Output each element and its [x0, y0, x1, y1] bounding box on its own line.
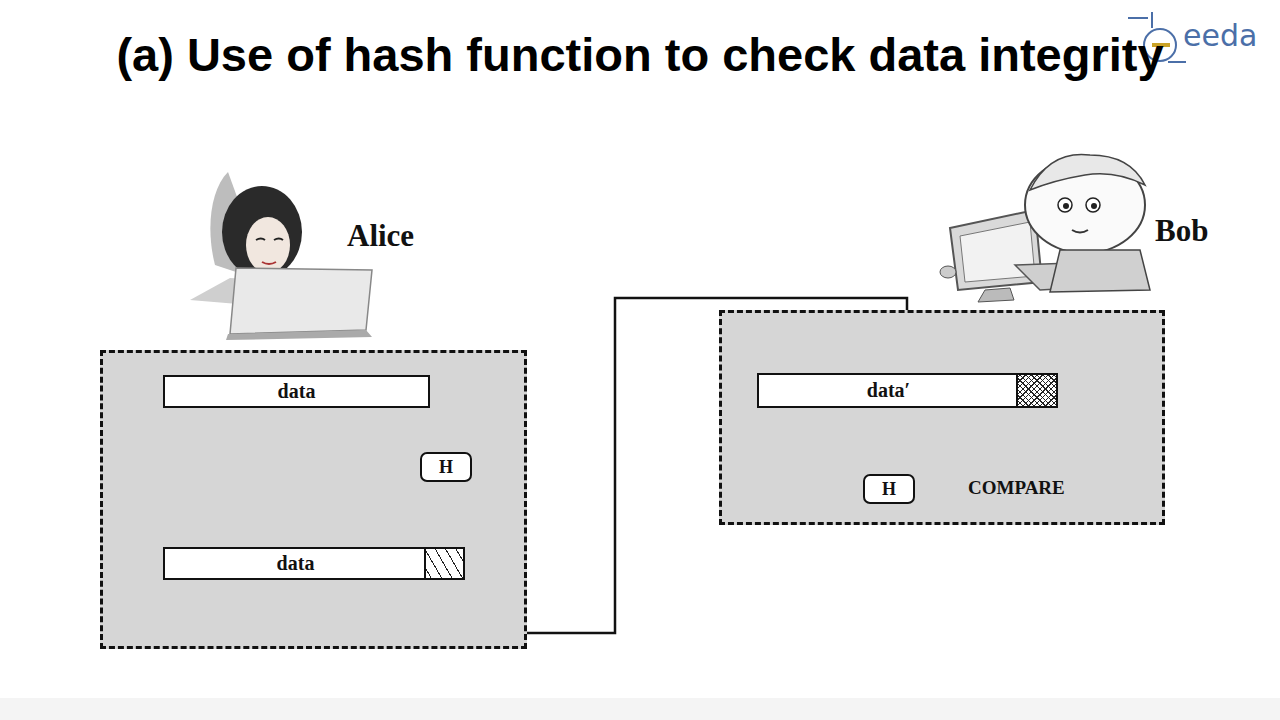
watermark: eeda	[1183, 18, 1257, 53]
data-label: data′	[759, 379, 1018, 402]
party-name: Alice	[347, 218, 414, 254]
hash-label: H	[882, 479, 896, 500]
data-label: data	[165, 380, 428, 403]
party-name: Bob	[1155, 213, 1208, 249]
compare-label: COMPARE	[968, 477, 1065, 499]
party-region: AlicedataHdata	[100, 350, 527, 649]
hash-box: H	[420, 452, 472, 482]
data-box: data′	[757, 373, 1058, 408]
alice-figure	[190, 172, 372, 340]
party-region: Bobdata′H	[719, 310, 1165, 525]
hash-slot	[1016, 375, 1056, 406]
footer-band	[0, 698, 1280, 720]
hash-label: H	[439, 457, 453, 478]
data-box: data	[163, 375, 430, 408]
data-box: data	[163, 547, 465, 580]
diagram-title: (a) Use of hash function to check data i…	[40, 22, 1240, 88]
hash-box: H	[863, 474, 915, 504]
bob-figure	[940, 154, 1150, 302]
data-label: data	[165, 552, 426, 575]
hash-slot	[424, 549, 463, 578]
